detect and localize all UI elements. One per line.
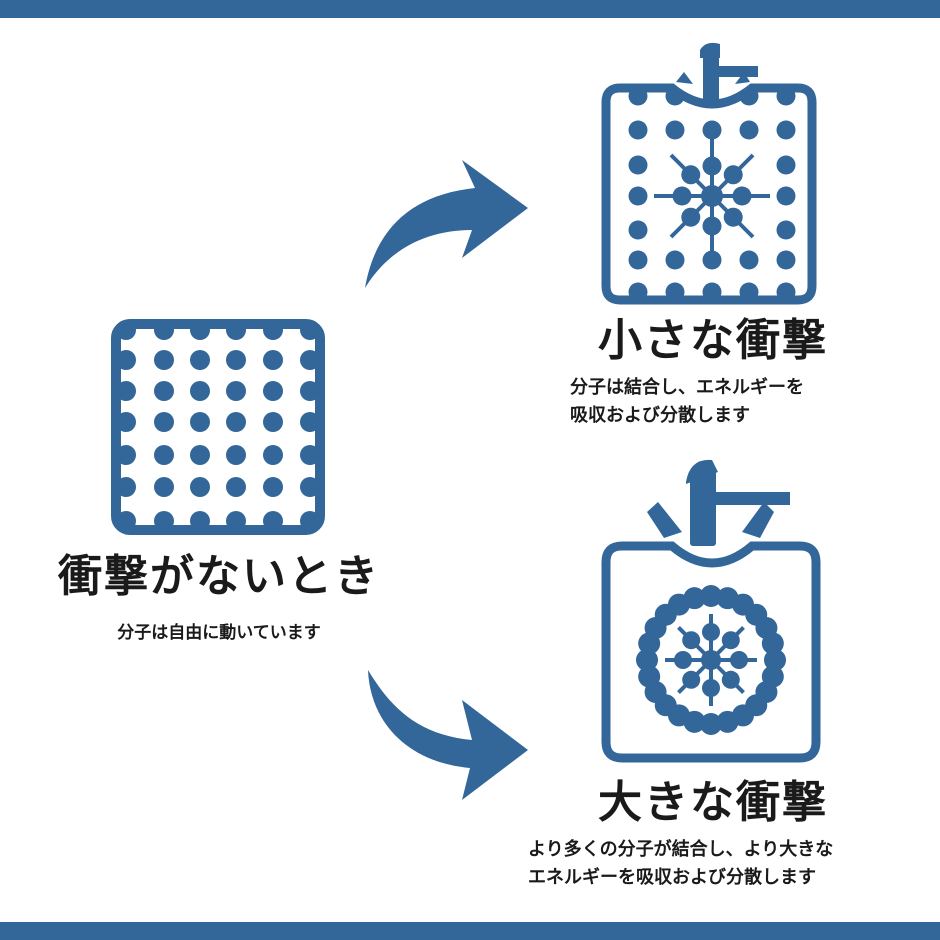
molecule-dot xyxy=(700,713,722,735)
molecule-dot xyxy=(721,670,740,689)
molecule-dot xyxy=(683,587,706,610)
molecule-dot xyxy=(701,650,721,670)
molecule-dot xyxy=(672,186,692,206)
molecule-dot xyxy=(628,155,648,175)
molecule-dot xyxy=(154,350,174,370)
caption-line: 吸収および分散します xyxy=(570,405,750,426)
molecule-dot xyxy=(636,649,658,671)
molecule-dot xyxy=(226,350,246,370)
molecule-dot xyxy=(702,623,720,641)
molecule-dot xyxy=(761,632,784,655)
molecule-burst-icon xyxy=(654,138,770,254)
molecule-dot xyxy=(263,381,283,401)
small-impact-title: 小さな衝撃 xyxy=(598,315,828,366)
top-border-band xyxy=(0,0,940,18)
molecule-dot xyxy=(154,445,174,465)
molecule-dot xyxy=(682,631,701,650)
bottom-border-band xyxy=(0,922,940,940)
molecule-dot xyxy=(776,250,796,270)
molecule-grid-icon xyxy=(628,88,796,300)
molecule-dot xyxy=(702,250,722,270)
molecule-dot xyxy=(190,445,210,465)
molecule-dot xyxy=(628,186,648,206)
molecule-dot xyxy=(723,165,743,185)
molecule-dot xyxy=(628,120,648,140)
molecule-dot xyxy=(739,250,759,270)
molecule-dot xyxy=(776,186,796,206)
molecule-dot xyxy=(154,381,174,401)
molecule-dot xyxy=(682,670,701,689)
molecule-dot xyxy=(723,207,743,227)
molecule-dot xyxy=(721,631,740,650)
impact-spark-icon xyxy=(676,72,750,84)
molecule-dot xyxy=(190,350,210,370)
molecule-dot xyxy=(776,220,796,240)
molecule-ring-icon xyxy=(636,585,786,735)
curved-arrow-up-icon xyxy=(365,160,528,288)
curved-arrow-down-icon xyxy=(368,670,528,800)
molecule-dot xyxy=(739,120,759,140)
no-impact-title: 衝撃がないとき xyxy=(58,551,380,602)
molecule-dot xyxy=(776,120,796,140)
caption-line: より多くの分子が結合し、より大きな xyxy=(528,839,834,860)
molecule-dot xyxy=(628,220,648,240)
molecule-dot xyxy=(226,381,246,401)
molecule-dot xyxy=(190,381,210,401)
no-impact-box xyxy=(111,319,325,535)
molecule-dot xyxy=(665,250,685,270)
caption-line: 分子は結合し、エネルギーを xyxy=(570,377,804,398)
caption-line: エネルギーを吸収および分散します xyxy=(528,867,816,888)
molecule-dot xyxy=(702,216,722,236)
molecule-dot xyxy=(681,165,701,185)
molecule-dot xyxy=(263,350,283,370)
molecule-dot xyxy=(154,477,174,497)
small-impact-box xyxy=(601,42,817,305)
molecule-dot xyxy=(628,250,648,270)
large-impact-caption: より多くの分子が結合し、より大きな エネルギーを吸収および分散します xyxy=(528,836,833,892)
molecule-dot xyxy=(702,120,722,140)
molecule-dot xyxy=(226,445,246,465)
molecule-dot xyxy=(702,156,722,176)
molecule-dot xyxy=(776,155,796,175)
molecule-dot xyxy=(702,679,720,697)
molecule-dot xyxy=(263,445,283,465)
molecule-dot xyxy=(674,651,692,669)
molecule-dot xyxy=(226,477,246,497)
molecule-dot xyxy=(732,186,752,206)
molecule-dot xyxy=(263,412,283,432)
molecule-burst-icon xyxy=(665,614,757,706)
molecule-dot xyxy=(701,185,723,207)
molecule-dot xyxy=(190,477,210,497)
hammer-icon xyxy=(686,459,790,546)
molecule-dot xyxy=(681,207,701,227)
molecule-dot xyxy=(716,710,739,733)
no-impact-caption: 分子は自由に動いています xyxy=(117,623,321,643)
molecule-dot xyxy=(700,585,722,607)
molecule-dot xyxy=(730,651,748,669)
molecule-dot xyxy=(154,412,174,432)
hammer-icon xyxy=(700,42,758,102)
large-impact-box xyxy=(601,459,821,763)
molecule-grid-icon xyxy=(116,324,320,530)
molecule-dot xyxy=(226,412,246,432)
impact-spark-icon xyxy=(647,502,774,538)
molecule-dot xyxy=(665,120,685,140)
molecule-dot xyxy=(263,477,283,497)
molecule-dot xyxy=(190,412,210,432)
small-impact-caption: 分子は結合し、エネルギーを 吸収および分散します xyxy=(570,374,804,430)
molecule-dot xyxy=(764,649,786,671)
large-impact-title: 大きな衝撃 xyxy=(598,777,828,828)
molecule-dot xyxy=(638,665,661,688)
